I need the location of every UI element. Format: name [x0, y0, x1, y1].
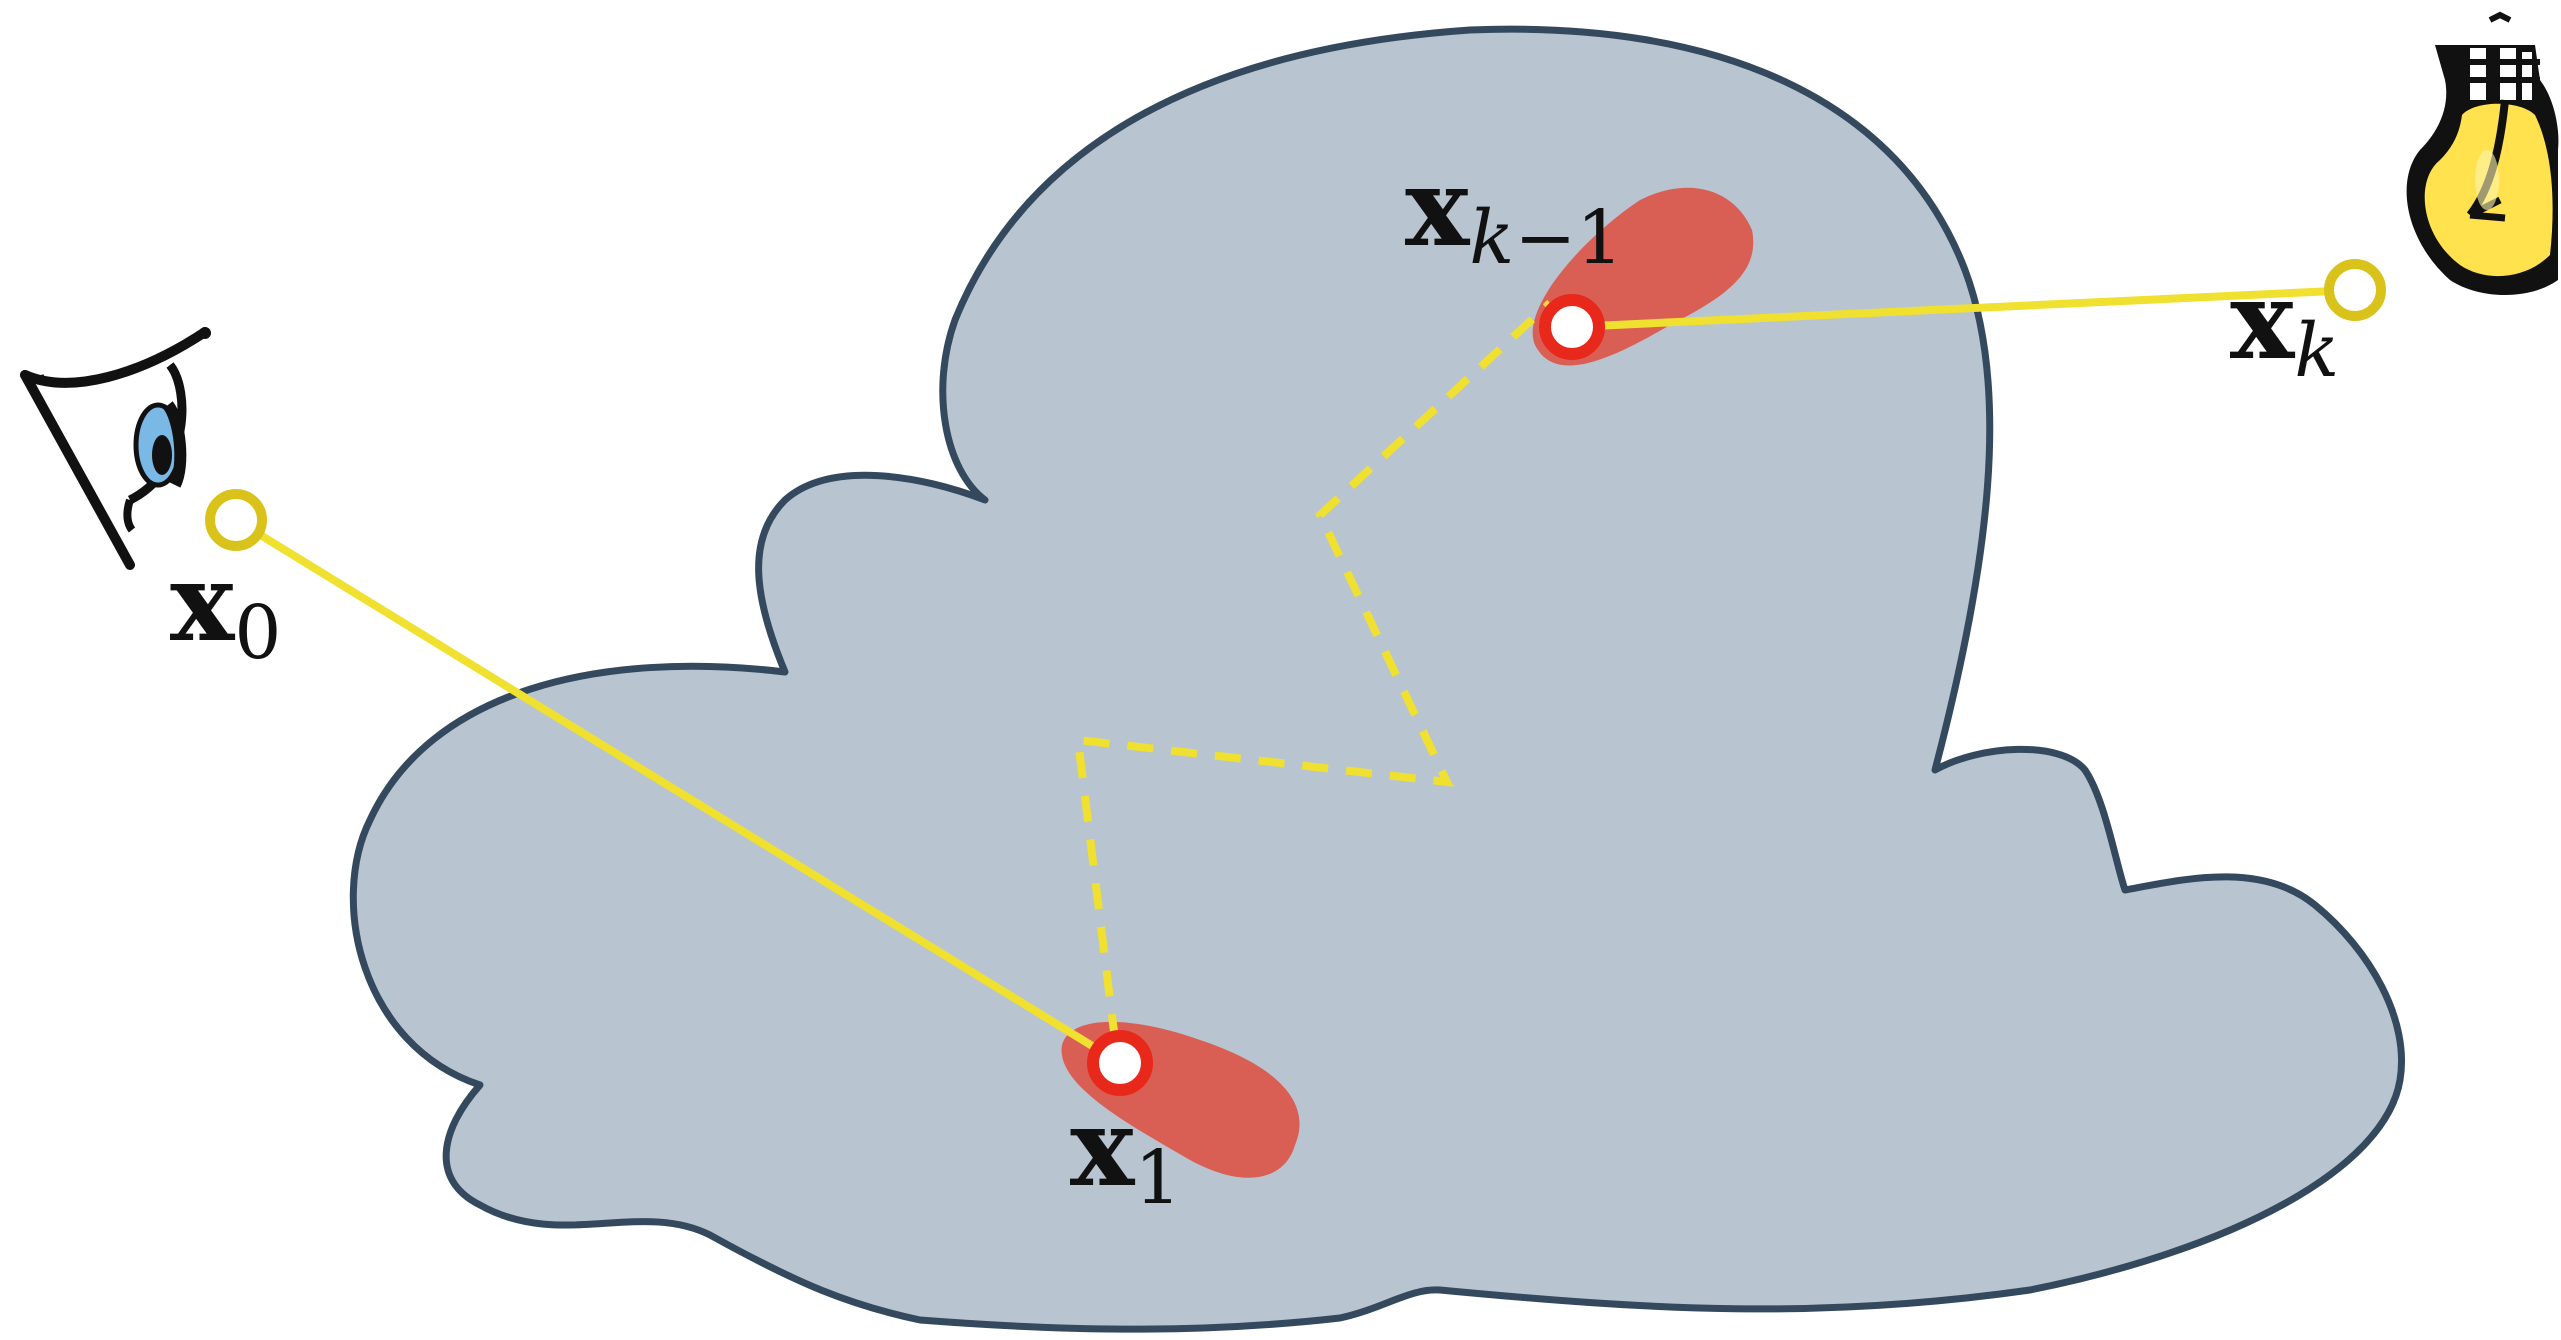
path-intermediate-dashed — [1073, 300, 1553, 1041]
label-xk-1: xk−1 — [1405, 145, 1623, 281]
eye-icon — [20, 327, 211, 570]
vertex-x0 — [205, 489, 267, 551]
participating-medium-cloud — [349, 25, 2405, 1333]
path-segment-xk-1-xk — [1568, 286, 2359, 331]
path-segment-x0-x1 — [232, 516, 1124, 1067]
label-x0: x0 — [170, 540, 281, 676]
vertex-xk-1 — [1539, 294, 1605, 360]
label-x1: x1 — [1070, 1085, 1181, 1221]
light-bulb-icon — [2406, 11, 2559, 295]
vertex-xk — [2324, 259, 2386, 321]
label-xk: xk — [2230, 258, 2339, 394]
vertex-x1 — [1087, 1030, 1153, 1096]
